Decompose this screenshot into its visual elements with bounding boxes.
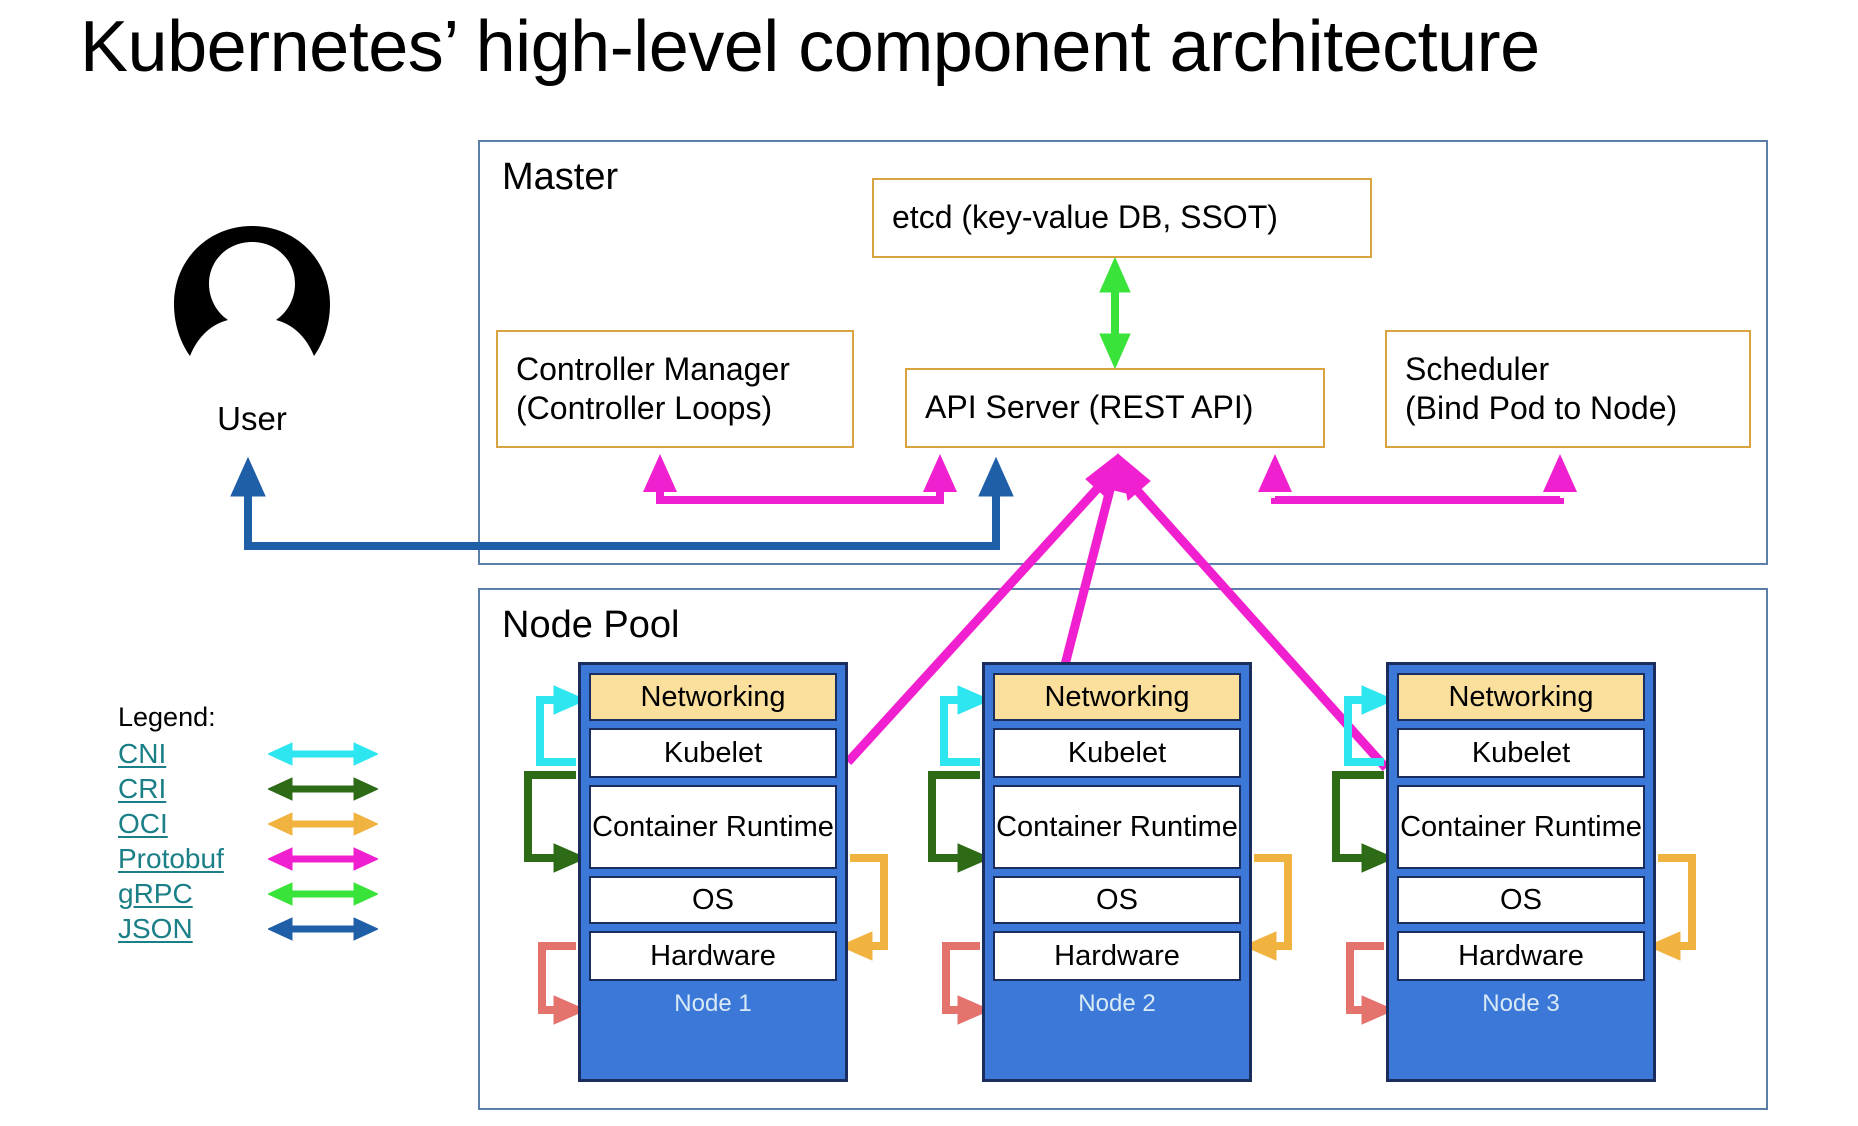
- api-server-box[interactable]: API Server (REST API): [905, 368, 1325, 448]
- node-2-layer-hardware[interactable]: Hardware: [993, 931, 1241, 981]
- legend-title: Legend:: [118, 702, 216, 732]
- master-title: Master: [502, 156, 619, 198]
- legend-item-protobuf[interactable]: Protobuf: [118, 843, 408, 878]
- legend-label-json[interactable]: JSON: [118, 913, 193, 944]
- user-avatar-icon: [172, 224, 332, 364]
- node-3-layer-networking[interactable]: Networking: [1397, 673, 1645, 721]
- legend-item-json[interactable]: JSON: [118, 913, 408, 948]
- scheduler-box[interactable]: Scheduler (Bind Pod to Node): [1385, 330, 1751, 448]
- etcd-box[interactable]: etcd (key-value DB, SSOT): [872, 178, 1372, 258]
- node-2-layer-container-runtime[interactable]: Container Runtime: [993, 785, 1241, 869]
- double-headed-arrow-icon: [266, 742, 380, 771]
- node-1-layer-os[interactable]: OS: [589, 876, 837, 924]
- controller-manager-label: Controller Manager (Controller Loops): [516, 350, 790, 426]
- double-headed-arrow-icon: [266, 777, 380, 806]
- legend-item-cri[interactable]: CRI: [118, 773, 408, 808]
- node-1-layer-hardware[interactable]: Hardware: [589, 931, 837, 981]
- node-3[interactable]: Networking Kubelet Container Runtime OS …: [1386, 662, 1656, 1082]
- legend-item-grpc[interactable]: gRPC: [118, 878, 408, 913]
- node-3-layer-container-runtime[interactable]: Container Runtime: [1397, 785, 1645, 869]
- legend-label-cni[interactable]: CNI: [118, 738, 167, 769]
- node-3-layer-hardware[interactable]: Hardware: [1397, 931, 1645, 981]
- legend-label-protobuf[interactable]: Protobuf: [118, 843, 224, 874]
- node-1-layer-kubelet[interactable]: Kubelet: [589, 728, 837, 778]
- legend-list: CNI CRI OCI Protobuf gRPC: [118, 738, 408, 948]
- scheduler-label: Scheduler (Bind Pod to Node): [1405, 350, 1678, 426]
- node-1-name: Node 1: [674, 990, 752, 1017]
- legend-label-oci[interactable]: OCI: [118, 808, 168, 839]
- controller-manager-box[interactable]: Controller Manager (Controller Loops): [496, 330, 854, 448]
- node-2-name: Node 2: [1078, 990, 1156, 1017]
- node-1-layer-container-runtime[interactable]: Container Runtime: [589, 785, 837, 869]
- node-2-layer-networking[interactable]: Networking: [993, 673, 1241, 721]
- node-2-layer-kubelet[interactable]: Kubelet: [993, 728, 1241, 778]
- user-label: User: [217, 400, 287, 437]
- legend-label-grpc[interactable]: gRPC: [118, 878, 193, 909]
- api-server-label: API Server (REST API): [925, 389, 1254, 426]
- page-title: Kubernetes’ high-level component archite…: [80, 7, 1540, 87]
- double-headed-arrow-icon: [266, 847, 380, 876]
- node-1[interactable]: Networking Kubelet Container Runtime OS …: [578, 662, 848, 1082]
- node-3-name: Node 3: [1482, 990, 1560, 1017]
- legend-item-oci[interactable]: OCI: [118, 808, 408, 843]
- node-2-layer-os[interactable]: OS: [993, 876, 1241, 924]
- node-2[interactable]: Networking Kubelet Container Runtime OS …: [982, 662, 1252, 1082]
- double-headed-arrow-icon: [266, 917, 380, 946]
- legend-item-cni[interactable]: CNI: [118, 738, 408, 773]
- node-1-layer-networking[interactable]: Networking: [589, 673, 837, 721]
- node-3-layer-kubelet[interactable]: Kubelet: [1397, 728, 1645, 778]
- double-headed-arrow-icon: [266, 882, 380, 911]
- legend-label-cri[interactable]: CRI: [118, 773, 167, 804]
- etcd-label: etcd (key-value DB, SSOT): [892, 199, 1278, 236]
- node-pool-title: Node Pool: [502, 604, 680, 646]
- double-headed-arrow-icon: [266, 812, 380, 841]
- node-3-layer-os[interactable]: OS: [1397, 876, 1645, 924]
